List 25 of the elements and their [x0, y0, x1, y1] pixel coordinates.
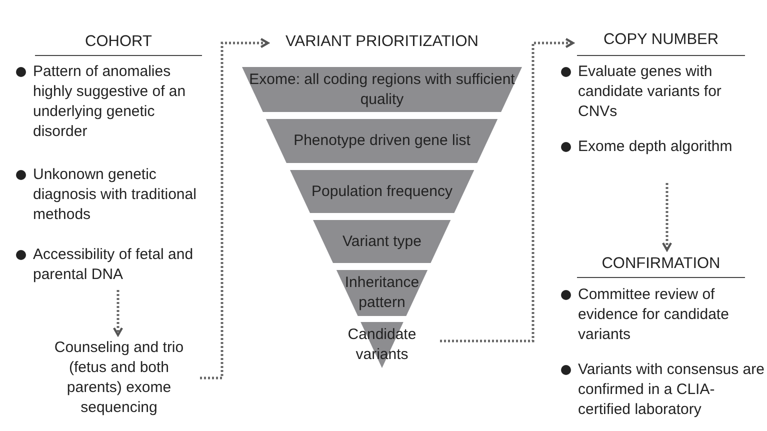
- bullet-item: Committee review of evidence for candidate variants: [555, 285, 755, 347]
- section-heading: COPY NUMBER: [577, 30, 745, 56]
- section-heading: COHORT: [35, 32, 202, 56]
- band-label: Phenotype driven gene list: [294, 131, 470, 151]
- chevron-arrow: [662, 183, 672, 252]
- bullet-item: Accessibility of fetal and parental DNA: [10, 245, 200, 287]
- band-label: Population frequency: [312, 182, 452, 202]
- bullet-item: Variants with consensus are confirmed in a CLIA-certified laboratory: [555, 360, 765, 422]
- bullet-item: Unkonown genetic diagnosis with traditional methods: [10, 165, 200, 227]
- bullet-item: Pattern of anomalies highly suggestive of an underlying genetic disorder: [10, 62, 200, 144]
- funnel-band: [290, 170, 474, 213]
- funnel-band: [266, 119, 498, 163]
- bullet-item: Exome depth algorithm: [555, 137, 755, 179]
- funnel-band: [313, 220, 451, 263]
- band-label: Exome: all coding regions with sufficient quality: [248, 70, 516, 110]
- chevron-arrow: [112, 290, 124, 336]
- bullet-item: Evaluate genes with candidate variants for CNVs: [555, 62, 755, 124]
- chevron-arrow: [440, 38, 574, 342]
- band-label: Variant type: [342, 232, 422, 252]
- band-label: Candidate variants: [346, 325, 418, 365]
- section-heading: CONFIRMATION: [577, 254, 745, 278]
- step-text: Counseling and trio (fetus and both parents) exome sequencing: [40, 338, 198, 418]
- band-label: Inheritance pattern: [344, 273, 420, 313]
- chevron-arrow: [200, 38, 270, 380]
- section-heading: VARIANT PRIORITIZATION: [272, 32, 492, 54]
